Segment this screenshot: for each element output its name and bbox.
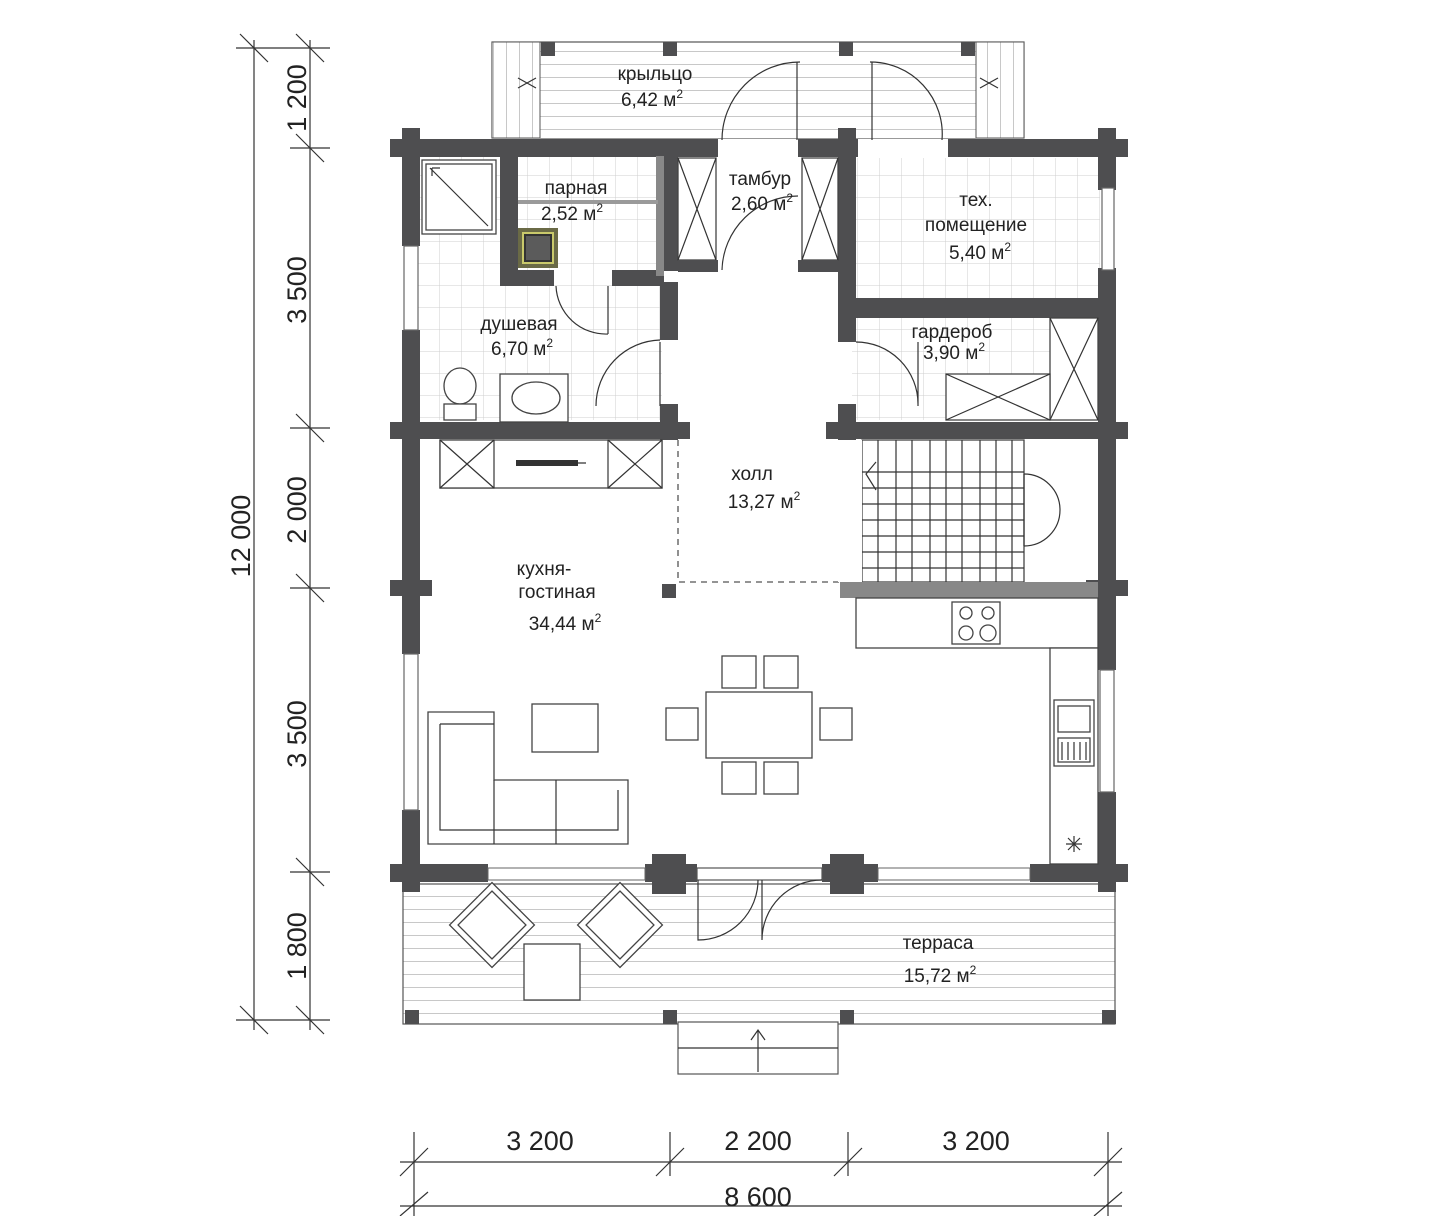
- dim-hall: 2 000: [282, 476, 312, 544]
- room-labels: крыльцо 6,42 м2 парная 2,52 м2 тамбур 2,…: [480, 64, 1027, 987]
- dim-terrace-depth: 1 800: [282, 912, 312, 980]
- room-area-terrace: 15,72 м2: [904, 963, 977, 987]
- room-name-kitchen-living: кухня-: [517, 559, 572, 580]
- dimension-labels: 12 000 1 200 3 500 2 000 3 500 1 800 3 2…: [226, 64, 1010, 1212]
- walls: [390, 128, 1128, 894]
- room-name-terrace: терраса: [903, 933, 974, 954]
- room-name-vestibule: тамбур: [729, 169, 791, 190]
- dim-upper-rooms: 3 500: [282, 256, 312, 324]
- room-name-tech-room-2: помещение: [925, 215, 1027, 236]
- porch: [491, 41, 1025, 141]
- room-area-hall: 13,27 м2: [728, 489, 801, 513]
- terrace: [402, 881, 1116, 1075]
- room-area-tech-room: 5,40 м2: [949, 240, 1011, 264]
- room-name-kitchen-living-2: гостиная: [518, 582, 595, 603]
- dim-right-width: 3 200: [942, 1126, 1010, 1156]
- dim-living: 3 500: [282, 700, 312, 768]
- room-name-shower: душевая: [480, 314, 557, 335]
- dim-total-height: 12 000: [226, 495, 256, 578]
- room-area-porch: 6,42 м2: [621, 87, 683, 111]
- room-area-steam-room: 2,52 м2: [541, 201, 603, 225]
- partitions: [403, 157, 1115, 941]
- dimension-lines: [236, 33, 1123, 1216]
- room-name-porch: крыльцо: [618, 64, 693, 85]
- room-area-kitchen-living: 34,44 м2: [529, 611, 602, 635]
- room-name-wardrobe: гардероб: [912, 322, 993, 343]
- room-name-tech-room: тех.: [959, 190, 992, 211]
- room-name-hall: холл: [731, 464, 773, 485]
- dim-porch-depth: 1 200: [282, 64, 312, 132]
- dim-total-width: 8 600: [724, 1182, 792, 1212]
- room-area-shower: 6,70 м2: [491, 336, 553, 360]
- room-area-wardrobe: 3,90 м2: [923, 340, 985, 364]
- dim-center-width: 2 200: [724, 1126, 792, 1156]
- dim-left-width: 3 200: [506, 1126, 574, 1156]
- room-area-vestibule: 2,60 м2: [731, 191, 793, 215]
- room-name-steam-room: парная: [545, 178, 608, 199]
